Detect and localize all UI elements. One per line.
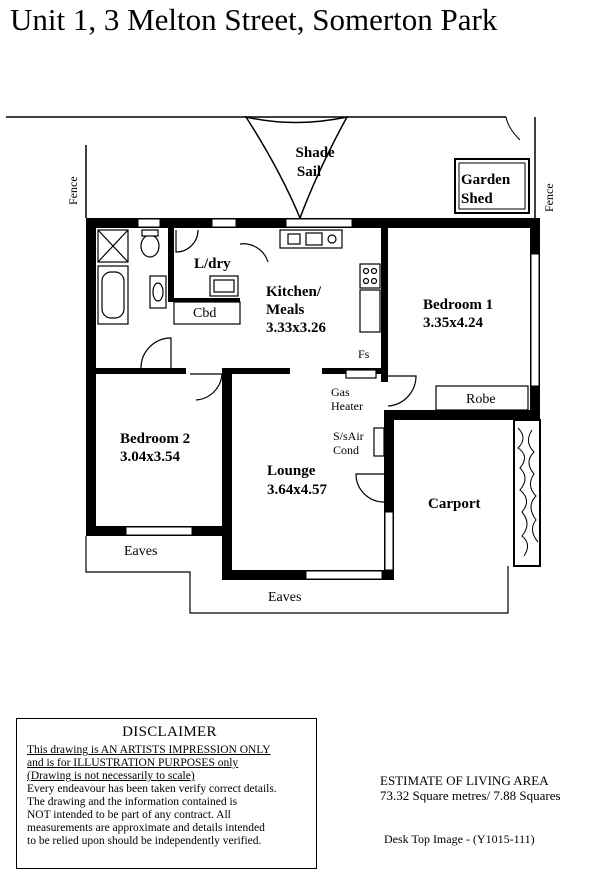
disclaimer-line: The drawing and the information containe… (27, 796, 238, 808)
disclaimer-line: (Drawing is not necessarily to scale) (27, 770, 195, 782)
carport-label: Carport (428, 496, 481, 512)
disclaimer-line: Every endeavour has been taken verify co… (27, 783, 277, 795)
shade-sail-label: Shade Sail (296, 145, 339, 180)
lounge-label: Lounge 3.64x4.57 (267, 463, 328, 498)
eaves-outline (85, 536, 509, 614)
disclaimer-line: NOT intended to be part of any contract.… (27, 809, 231, 821)
disclaimer-line: and is for ILLUSTRATION PURPOSES only (27, 757, 239, 769)
boundary-lines (6, 116, 536, 218)
disclaimer-box: DISCLAIMER This drawing is AN ARTISTS IM… (16, 718, 317, 869)
page-title: Unit 1, 3 Melton Street, Somerton Park (10, 2, 498, 37)
image-reference: Desk Top Image - (Y1015-111) (384, 832, 535, 846)
floor-plan: Shade Sail Garden Shed Fence Fence L/dry… (6, 115, 556, 614)
eaves-left-label: Eaves (124, 544, 157, 559)
kitchen-fixtures (279, 229, 381, 333)
bathroom-fixtures (97, 229, 167, 325)
estimate-heading: ESTIMATE OF LIVING AREA (380, 773, 549, 788)
bedroom1-label: Bedroom 1 3.35x4.24 (423, 297, 497, 331)
fence-right-label: Fence (542, 183, 556, 212)
carport-garden-bed (513, 419, 541, 567)
fence-left-label: Fence (66, 176, 80, 205)
kitchen-label: Kitchen/ Meals 3.33x3.26 (266, 284, 327, 336)
windows (125, 218, 540, 580)
laundry-fixtures (173, 229, 269, 325)
shade-sail-shape (244, 115, 349, 221)
garden-shed-label: Garden Shed (461, 172, 514, 207)
gas-heater-label: Gas Heater (331, 385, 363, 413)
bedroom2-label: Bedroom 2 3.04x3.54 (120, 431, 194, 465)
eaves-bottom-label: Eaves (268, 590, 301, 605)
fridge-space-label: Fs (358, 347, 370, 361)
cupboard-label: Cbd (193, 306, 216, 321)
disclaimer-line: This drawing is AN ARTISTS IMPRESSION ON… (27, 744, 271, 756)
living-area-estimate: ESTIMATE OF LIVING AREA 73.32 Square met… (380, 773, 561, 803)
robe-label: Robe (466, 392, 496, 407)
laundry-label: L/dry (194, 256, 231, 272)
disclaimer-line: measurements are approximate and details… (27, 822, 265, 834)
disclaimer-line: to be relied upon should be independentl… (27, 835, 262, 847)
estimate-value: 73.32 Square metres/ 7.88 Squares (380, 788, 561, 803)
garden-shed-shape (454, 158, 530, 214)
split-system-label: S/sAir Cond (333, 429, 367, 457)
door-swings (140, 337, 529, 503)
disclaimer-heading: DISCLAIMER (122, 724, 217, 740)
